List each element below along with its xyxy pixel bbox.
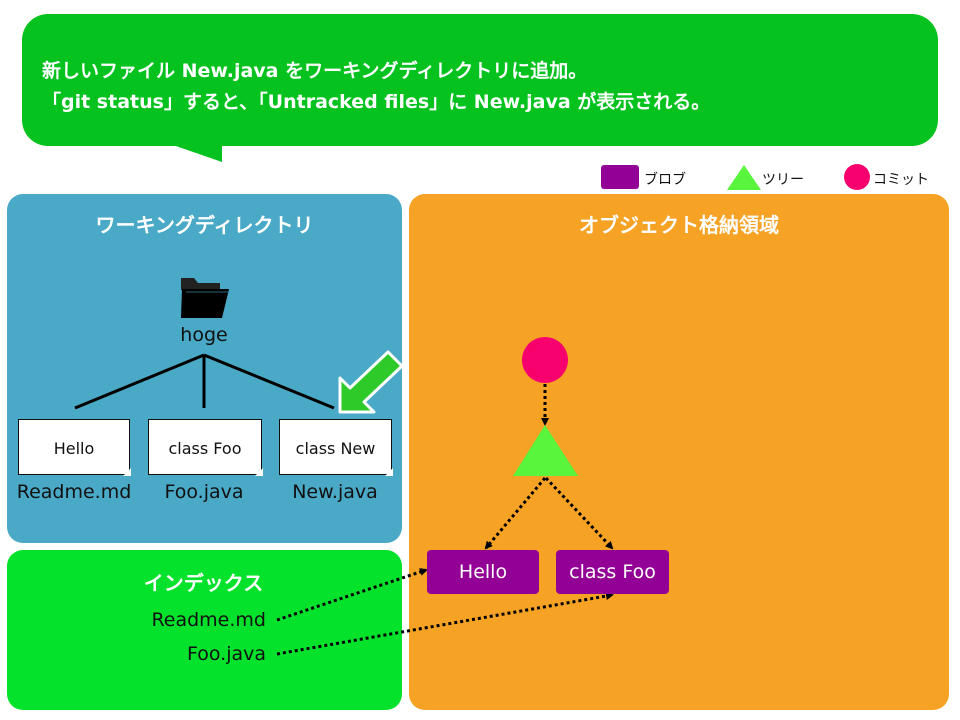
object-store-panel: オブジェクト格納領域 — [409, 194, 949, 710]
legend-blob-label: ブロブ — [644, 172, 686, 188]
tree-to-blob-foo-arrow — [544, 476, 614, 550]
index-entry-readme: Readme.md — [151, 609, 266, 631]
legend-commit-label: コミット — [873, 172, 929, 188]
index-foo-to-blob-arrow — [276, 592, 614, 656]
legend-blob-swatch — [601, 165, 639, 189]
file-name-foo: Foo.java — [164, 481, 244, 503]
blob-class-foo: class Foo — [556, 550, 669, 594]
file-card-foo: class Foo — [148, 419, 263, 476]
file-name-readme: Readme.md — [16, 481, 132, 503]
index-readme-to-blob-arrow — [276, 568, 428, 622]
legend-tree-label: ツリー — [762, 172, 804, 188]
tree-node — [513, 425, 578, 476]
file-content-foo: class Foo — [168, 439, 242, 458]
working-directory-title: ワーキングディレクトリ — [95, 213, 314, 237]
callout-line-2: 「git status」すると、「Untracked files」に New.j… — [42, 91, 711, 113]
file-content-new: class New — [295, 439, 376, 458]
object-store-title: オブジェクト格納領域 — [579, 213, 779, 237]
index-entry-foo: Foo.java — [186, 643, 266, 665]
file-name-new: New.java — [292, 481, 378, 503]
commit-node — [522, 337, 568, 383]
index-panel: インデックス — [7, 550, 402, 710]
file-card-new: class New — [279, 419, 393, 476]
folder-name: hoge — [180, 324, 228, 346]
tree-to-blob-hello-arrow — [484, 477, 547, 550]
file-card-readme: Hello — [18, 419, 131, 476]
index-title: インデックス — [143, 571, 264, 595]
callout-line-1: 新しいファイル New.java をワーキングディレクトリに追加。 — [42, 60, 588, 82]
blob-hello: Hello — [427, 550, 539, 594]
file-content-readme: Hello — [53, 439, 95, 458]
callout-bubble: 新しいファイル New.java をワーキングディレクトリに追加。 「git s… — [22, 14, 938, 146]
